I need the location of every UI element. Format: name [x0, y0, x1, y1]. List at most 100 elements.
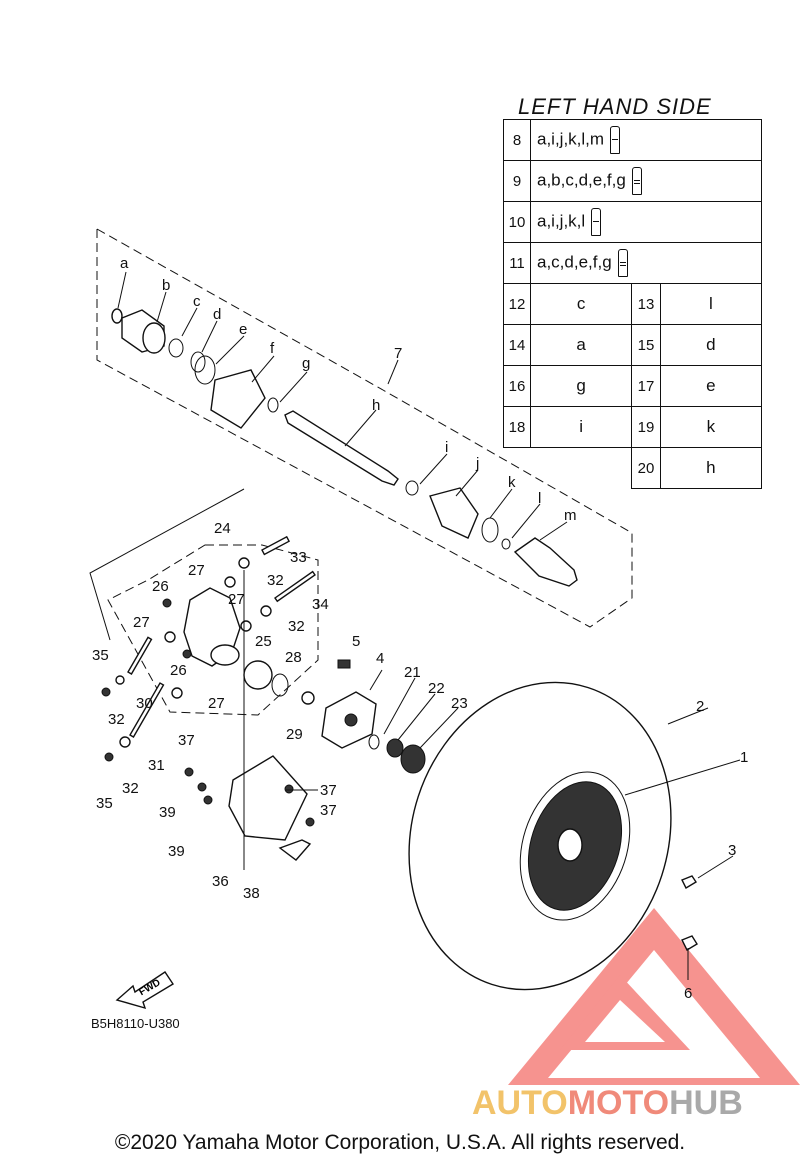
watermark-text: AUTOMOTOHUB: [472, 1084, 743, 1123]
kit-parts: a,c,d,e,f,g: [537, 252, 612, 272]
part-letter: l: [659, 283, 763, 325]
watermark-moto: MOTO: [567, 1084, 670, 1122]
letter-g: g: [302, 355, 310, 372]
grease-tube-icon: [617, 249, 628, 277]
part-number: 14: [503, 324, 531, 366]
wheel-tire: [408, 681, 698, 991]
part-letter: c: [529, 283, 633, 325]
letter-a: a: [120, 255, 129, 272]
callout-36: 36: [212, 873, 229, 890]
letter-labels: a b c d e f g h i j k l m: [120, 255, 577, 524]
letter-d: d: [213, 306, 221, 323]
callout-39a: 39: [159, 804, 176, 821]
kit-row: 10 a,i,j,k,l: [503, 201, 762, 243]
callout-29: 29: [286, 726, 303, 743]
pair-row: 16 g 17 e: [503, 365, 763, 407]
watermark-auto: AUTO: [472, 1084, 568, 1122]
callout-5: 5: [352, 633, 360, 650]
callout-22: 22: [428, 680, 445, 697]
callout-27d: 27: [208, 695, 225, 712]
callout-2: 2: [696, 698, 704, 715]
callout-33: 33: [290, 549, 307, 566]
callout-26b: 26: [170, 662, 187, 679]
callout-27c: 27: [133, 614, 150, 631]
callout-3: 3: [728, 842, 736, 859]
knuckle-group-outline: [107, 544, 319, 716]
part-letter: k: [659, 406, 763, 448]
part-number: 18: [503, 406, 531, 448]
part-number: 12: [503, 283, 531, 325]
kit-parts: a,i,j,k,l,m: [537, 129, 605, 149]
part-letter: h: [659, 447, 763, 489]
watermark-logo: [508, 908, 800, 1085]
knuckle-parts: [101, 535, 316, 762]
part-letter: a: [529, 324, 633, 366]
letter-c: c: [193, 293, 201, 310]
part-letter: e: [659, 365, 763, 407]
callout-30: 30: [136, 695, 153, 712]
callout-35b: 35: [96, 795, 113, 812]
watermark-hub: HUB: [669, 1084, 743, 1122]
part-letter: i: [529, 406, 633, 448]
callout-32b: 32: [288, 618, 305, 635]
left-hand-side-kit-table: 8 a,i,j,k,l,m 9 a,b,c,d,e,f,g 10 a,i,j,k…: [503, 119, 763, 489]
callout-35a: 35: [92, 647, 109, 664]
grease-tube-icon: [631, 167, 642, 195]
forward-arrow-icon: FWD: [115, 971, 174, 1010]
callout-32d: 32: [122, 780, 139, 797]
callouts: 1 2 3 4 5 6 7 21 22 23 24 25 26 26 27 27…: [92, 345, 748, 1002]
callout-21: 21: [404, 664, 421, 681]
kit-number: 8: [503, 119, 531, 161]
letter-j: j: [475, 455, 479, 472]
kit-parts: a,b,c,d,e,f,g: [537, 170, 626, 190]
kit-number: 11: [503, 242, 531, 284]
callout-27b: 27: [228, 591, 245, 608]
part-letter: g: [529, 365, 633, 407]
callout-1: 1: [740, 749, 748, 766]
letter-i: i: [445, 439, 448, 456]
letter-k: k: [508, 474, 516, 491]
pair-row: 18 i 19 k: [503, 406, 763, 448]
part-number: 17: [631, 365, 661, 407]
part-number: 16: [503, 365, 531, 407]
letter-m: m: [564, 507, 577, 524]
callout-7: 7: [394, 345, 402, 362]
callout-32a: 32: [267, 572, 284, 589]
callout-4: 4: [376, 650, 384, 667]
part-number: 19: [631, 406, 661, 448]
part-number: 20: [631, 447, 661, 489]
driveshaft-group-outline: [96, 228, 633, 628]
leader-lines: [117, 271, 741, 980]
grease-tube-icon: [591, 208, 602, 236]
letter-e: e: [239, 321, 247, 338]
letter-l: l: [538, 490, 541, 507]
callout-26a: 26: [152, 578, 169, 595]
callout-37b: 37: [320, 782, 337, 799]
letter-f: f: [270, 340, 275, 357]
callout-23: 23: [451, 695, 468, 712]
kit-row: 9 a,b,c,d,e,f,g: [503, 160, 762, 202]
part-number: 13: [631, 283, 661, 325]
left-hand-side-title: LEFT HAND SIDE: [518, 94, 712, 119]
callout-25: 25: [255, 633, 272, 650]
part-letter: d: [659, 324, 763, 366]
driveshaft-parts: [111, 308, 578, 587]
part-number: 15: [631, 324, 661, 366]
kit-row: 8 a,i,j,k,l,m: [503, 119, 762, 161]
pair-row: 14 a 15 d: [503, 324, 763, 366]
kit-parts: a,i,j,k,l: [537, 211, 586, 231]
kit-number: 9: [503, 160, 531, 202]
copyright-notice: ©2020 Yamaha Motor Corporation, U.S.A. A…: [114, 1131, 686, 1154]
callout-39b: 39: [168, 843, 185, 860]
callout-6: 6: [684, 985, 692, 1002]
grease-tube-icon: [610, 126, 621, 154]
diagram-code: B5H8110-U380: [91, 1016, 180, 1031]
kit-row: 11 a,c,d,e,f,g: [503, 242, 762, 284]
letter-b: b: [162, 277, 170, 294]
callout-34: 34: [312, 596, 329, 613]
subgroup-plane-outline: [89, 488, 245, 641]
pair-row: 20 h: [504, 447, 763, 489]
callout-27a: 27: [188, 562, 205, 579]
pair-row: 12 c 13 l: [503, 283, 763, 325]
